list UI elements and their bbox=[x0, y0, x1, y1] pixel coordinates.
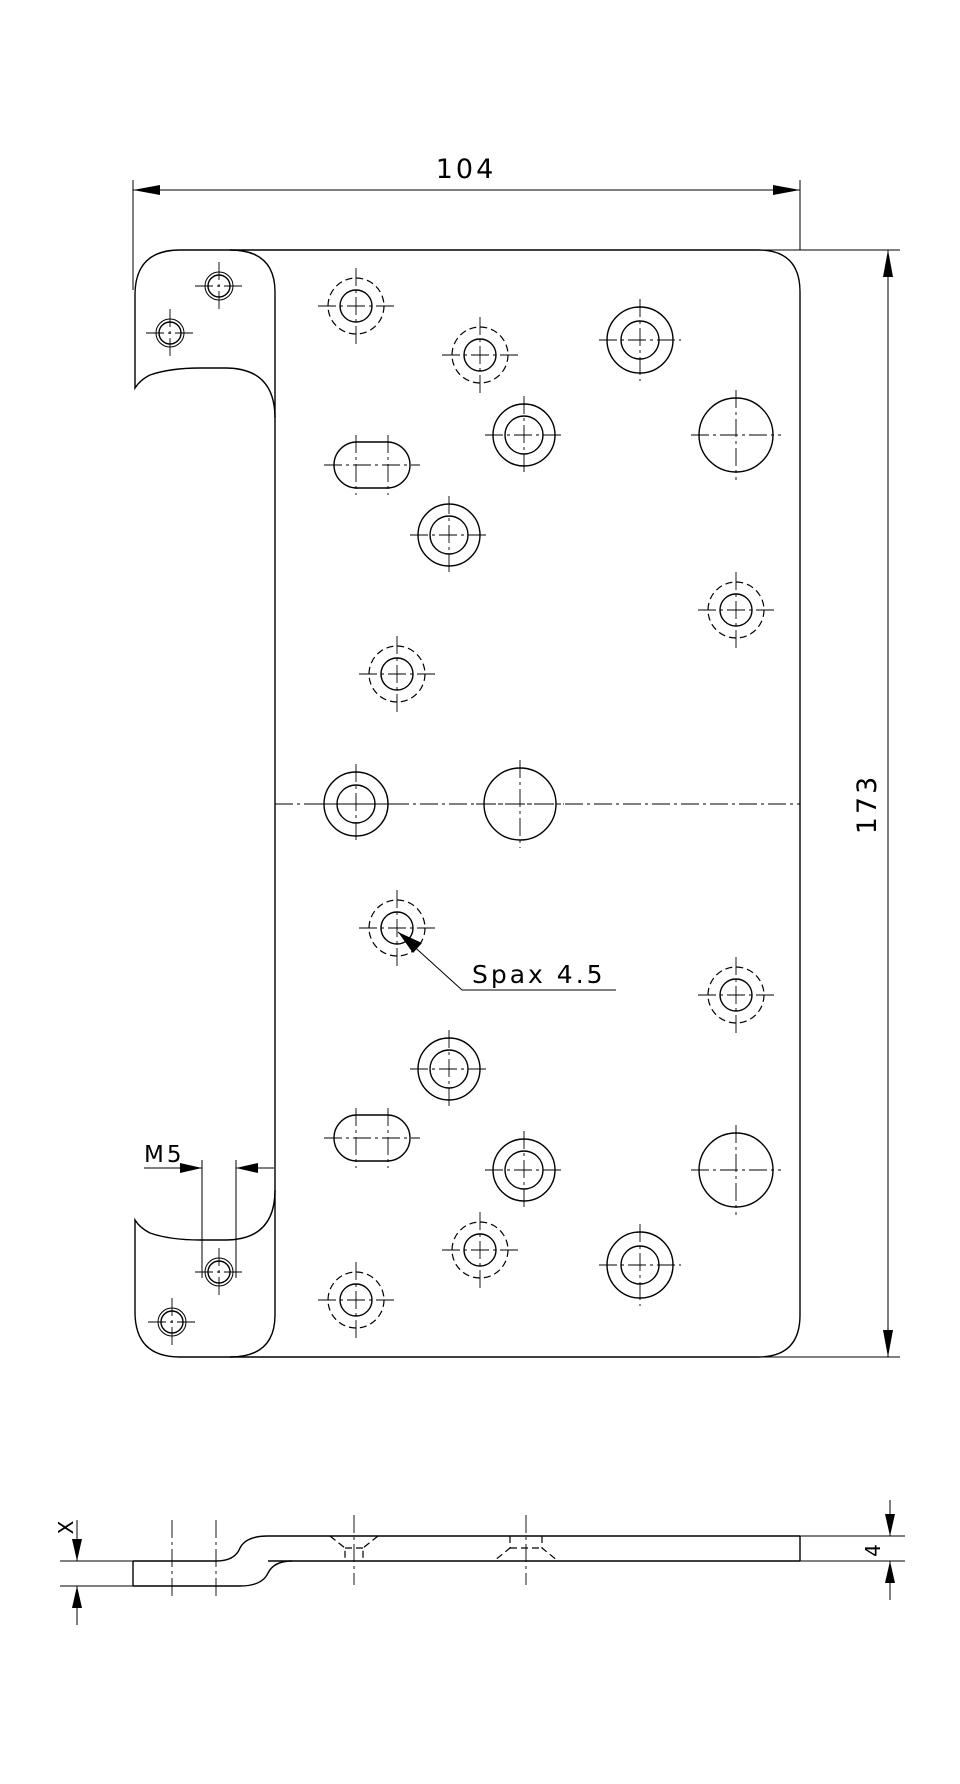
thickness-dimension bbox=[885, 1500, 895, 1600]
m5-callout-label: M5 bbox=[144, 1142, 184, 1168]
spax-leader bbox=[397, 931, 616, 991]
holes-group bbox=[146, 262, 781, 1346]
dimension-width bbox=[132, 180, 801, 290]
spax-callout-label: Spax 4.5 bbox=[472, 960, 606, 989]
side-view bbox=[60, 1515, 905, 1600]
dimension-height bbox=[758, 249, 900, 1358]
dimension-width-label: 104 bbox=[436, 154, 497, 185]
dimension-height-label: 173 bbox=[852, 774, 883, 835]
offset-dimension-label: X bbox=[54, 1518, 78, 1535]
plate-outline bbox=[134, 249, 801, 1358]
thickness-dimension-label: 4 bbox=[861, 1541, 885, 1557]
offset-dimension bbox=[72, 1520, 82, 1625]
m5-dimension bbox=[144, 1160, 274, 1278]
